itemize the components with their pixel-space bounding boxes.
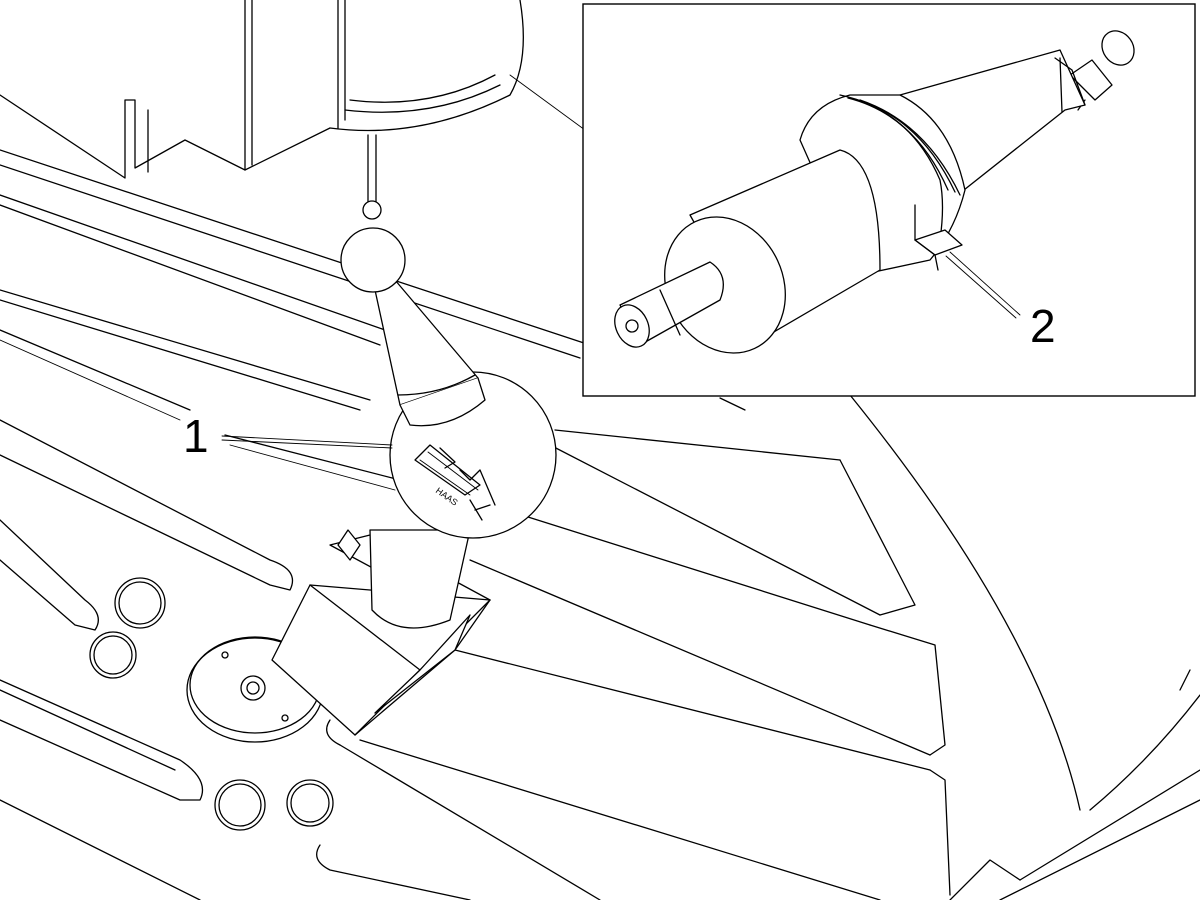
probe-stem — [369, 529, 471, 629]
tool-holder — [614, 30, 1135, 354]
stylus-tip — [362, 200, 382, 220]
callout-1-leader — [221, 435, 393, 446]
callout-2-label: 2 — [1030, 300, 1056, 352]
spindle-head — [0, 0, 586, 179]
probe-assembly: HAAS — [221, 134, 557, 736]
callout-2-leader — [949, 251, 1021, 316]
stylus-ball — [340, 227, 406, 293]
machine-table — [0, 149, 1200, 900]
callout-1-label: 1 — [183, 410, 209, 462]
inset-panel — [582, 3, 1196, 397]
